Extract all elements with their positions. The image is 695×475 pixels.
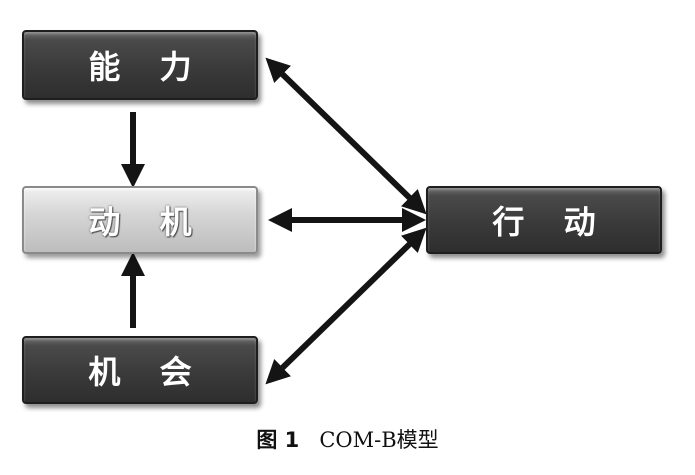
figure-label: 图 1 xyxy=(256,428,300,452)
motivation-label: 动 机 xyxy=(88,203,206,241)
opportunity-node: 机 会 xyxy=(22,336,258,404)
behavior-label: 行 动 xyxy=(492,203,610,241)
figure-title: COM-B模型 xyxy=(319,428,439,452)
opportunity-label: 机 会 xyxy=(88,353,206,391)
figure-caption: 图 1 COM-B模型 xyxy=(0,424,695,454)
arrow-opportunity-behavior xyxy=(265,227,427,385)
behavior-node: 行 动 xyxy=(426,186,662,254)
motivation-node: 动 机 xyxy=(22,186,258,254)
capability-label: 能 力 xyxy=(88,48,206,86)
arrow-capability-behavior xyxy=(265,57,427,215)
capability-node: 能 力 xyxy=(22,30,258,100)
